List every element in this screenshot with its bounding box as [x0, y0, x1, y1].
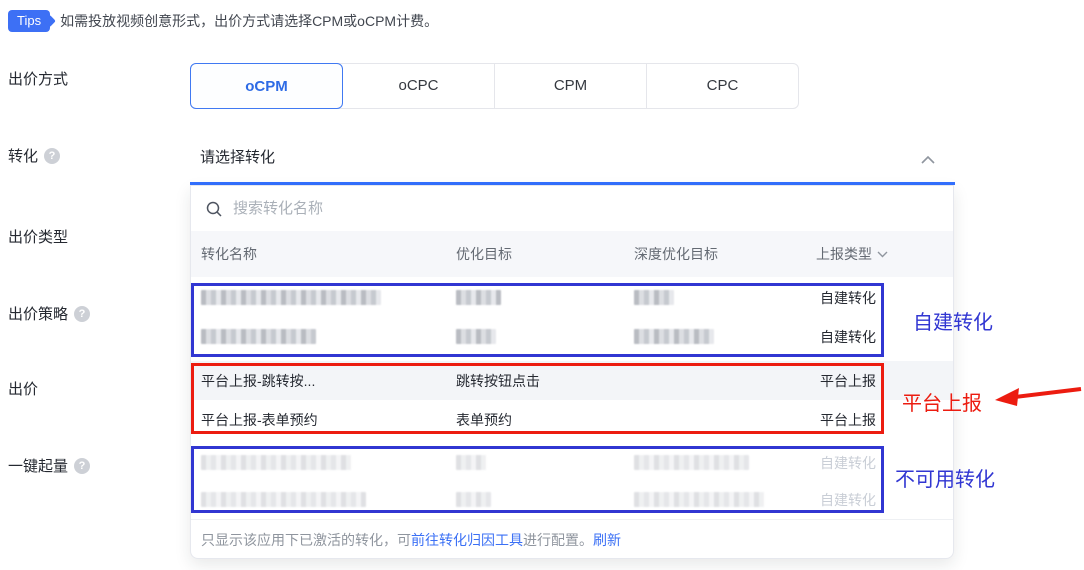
column-header-goal: 优化目标	[456, 246, 512, 262]
help-icon[interactable]	[74, 305, 91, 322]
redacted-text	[634, 329, 714, 344]
tab-ocpc[interactable]: oCPC	[343, 64, 495, 108]
refresh-link[interactable]: 刷新	[593, 531, 621, 548]
field-label-text: 转化	[8, 148, 39, 165]
redacted-text	[634, 290, 674, 305]
conversion-dropdown-panel: 转化名称 优化目标 深度优化目标 上报类型 自建转化 自建转化 平台上报-跳转按…	[190, 185, 954, 559]
dropdown-footer: 只显示该应用下已激活的转化，可前往转化归因工具进行配置。刷新	[191, 519, 953, 559]
conversion-name: 平台上报-表单预约	[201, 411, 318, 428]
bid-method-tab-group: oCPM oCPC CPM CPC	[190, 63, 799, 109]
select-focus-underline	[190, 182, 955, 185]
conversion-row-disabled[interactable]: 自建转化	[191, 443, 953, 482]
conversion-select[interactable]: 请选择转化	[200, 149, 276, 166]
field-label-text: 一键起量	[8, 458, 69, 475]
redacted-text	[456, 290, 501, 305]
report-type: 平台上报	[820, 411, 876, 428]
footer-text: 进行配置。	[523, 531, 593, 548]
conversion-row-disabled[interactable]: 自建转化	[191, 480, 953, 519]
help-icon[interactable]	[74, 457, 91, 474]
conversion-row[interactable]: 平台上报-表单预约 表单预约 平台上报	[191, 400, 953, 439]
chevron-up-icon[interactable]	[920, 152, 936, 168]
tips-banner: Tips 如需投放视频创意形式，出价方式请选择CPM或oCPM计费。	[8, 10, 438, 32]
tab-cpc[interactable]: CPC	[706, 77, 739, 94]
tab-ocpm[interactable]: oCPM	[190, 63, 343, 109]
redacted-text	[634, 455, 749, 470]
field-label-text: 出价	[8, 381, 39, 398]
column-header-name: 转化名称	[201, 246, 257, 262]
column-header-text: 上报类型	[816, 246, 872, 262]
conversion-row[interactable]: 平台上报-跳转按... 跳转按钮点击 平台上报	[191, 361, 953, 400]
field-label-text: 出价策略	[8, 306, 69, 323]
tips-text: 如需投放视频创意形式，出价方式请选择CPM或oCPM计费。	[60, 13, 439, 29]
field-label-bid-strategy: 出价策略	[8, 303, 91, 324]
attribution-tool-link[interactable]: 前往转化归因工具	[411, 531, 523, 548]
redacted-text	[201, 492, 366, 507]
report-type: 自建转化	[820, 328, 876, 345]
field-label-bid-type: 出价类型	[8, 226, 68, 247]
redacted-text	[201, 329, 316, 344]
report-type: 平台上报	[820, 372, 876, 389]
redacted-text	[201, 455, 351, 470]
chevron-down-icon	[877, 251, 888, 257]
tips-badge: Tips	[8, 10, 51, 32]
field-label-bid-method: 出价方式	[8, 68, 68, 89]
conversion-row[interactable]: 自建转化	[191, 317, 953, 356]
redacted-text	[634, 492, 764, 507]
redacted-text	[456, 455, 486, 470]
conversion-name: 平台上报-跳转按...	[201, 372, 316, 389]
redacted-text	[201, 290, 381, 305]
footer-text: 只显示该应用下已激活的转化，可	[201, 531, 411, 548]
table-header: 转化名称 优化目标 深度优化目标 上报类型	[191, 231, 953, 277]
report-type: 自建转化	[820, 289, 876, 306]
report-type: 自建转化	[820, 454, 876, 471]
optimization-goal: 跳转按钮点击	[456, 372, 540, 389]
optimization-goal: 表单预约	[456, 411, 512, 428]
search-input[interactable]	[231, 199, 953, 218]
conversion-row[interactable]: 自建转化	[191, 278, 953, 317]
search-row	[191, 186, 953, 231]
field-label-conversion: 转化	[8, 145, 61, 166]
help-icon[interactable]	[44, 147, 61, 164]
column-header-report-type[interactable]: 上报类型	[816, 231, 888, 277]
field-label-one-click-boost: 一键起量	[8, 455, 91, 476]
redacted-text	[456, 492, 491, 507]
report-type: 自建转化	[820, 491, 876, 508]
field-label-text: 出价类型	[8, 229, 69, 246]
redacted-text	[456, 329, 496, 344]
tab-cpm[interactable]: CPM	[495, 64, 647, 108]
field-label-text: 出价方式	[8, 71, 69, 88]
red-arrow-icon	[993, 382, 1083, 411]
column-header-deep-goal: 深度优化目标	[634, 246, 718, 262]
search-icon	[205, 200, 223, 218]
field-label-bid: 出价	[8, 378, 38, 399]
